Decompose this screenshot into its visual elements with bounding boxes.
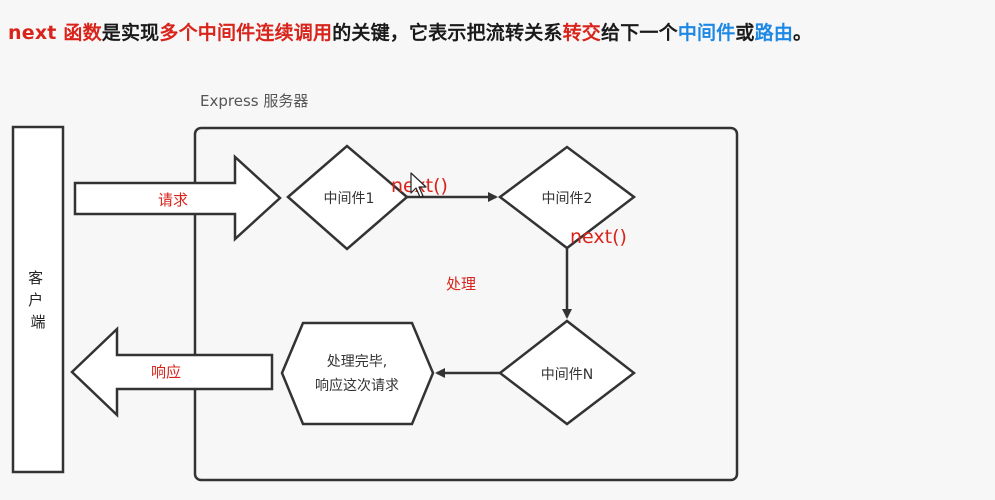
response-arrow — [70, 326, 274, 418]
next-call-2: next() — [570, 226, 627, 248]
server-title: Express 服务器 — [200, 92, 308, 110]
done-line-2: 响应这次请求 — [315, 377, 399, 394]
headline-seg: 中间件 — [677, 22, 736, 44]
headline: next 函数是实现多个中间件连续调用的关键，它表示把流转关系转交给下一个中间件… — [8, 18, 812, 45]
headline-seg: 路由 — [754, 22, 794, 44]
headline-seg: 是实现 — [101, 22, 160, 44]
headline-seg: 多个中间件连续调用 — [159, 22, 333, 44]
middleware-n-label: 中间件N — [541, 367, 593, 383]
mouse-cursor-icon — [410, 172, 427, 198]
middleware-n-diamond — [497, 319, 637, 426]
done-line-1: 处理完毕, — [327, 354, 387, 370]
client-label-char-1: 客 — [28, 269, 43, 287]
process-label: 处理 — [446, 275, 476, 293]
response-label: 响应 — [151, 363, 181, 381]
middleware-1-label: 中间件1 — [324, 191, 375, 207]
headline-seg: 给下一个 — [601, 22, 678, 44]
client-label-char-2: 户 — [28, 291, 43, 309]
client-label: 客 户 端 — [28, 269, 48, 331]
client-label-char-3: 端 — [30, 313, 45, 331]
headline-seg: next 函数 — [8, 22, 102, 44]
middleware-2-diamond — [497, 145, 637, 250]
server-box — [193, 126, 739, 482]
client-box — [11, 125, 65, 474]
request-label: 请求 — [158, 191, 188, 209]
headline-seg: 或 — [735, 22, 755, 44]
headline-seg: 转交 — [562, 22, 601, 44]
response-done-hexagon — [280, 321, 435, 426]
headline-seg: 。 — [793, 22, 813, 44]
headline-seg: 的关键，它表示把流转关系 — [332, 22, 563, 44]
middleware-2-label: 中间件2 — [542, 191, 593, 207]
request-arrow — [73, 154, 282, 242]
